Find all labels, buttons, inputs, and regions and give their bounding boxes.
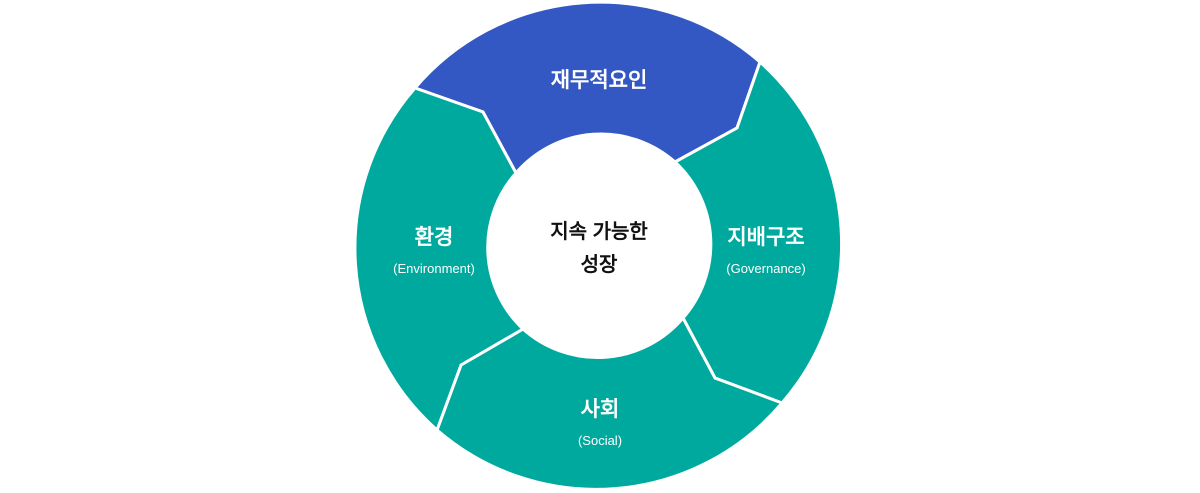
segment-social-subtitle: (Social) (577, 433, 623, 448)
segment-governance-subtitle: (Governance) (726, 261, 806, 276)
segment-shape-financial (412, 0, 762, 176)
center-label-line1: 지속 가능한 (550, 221, 648, 243)
segment-environment-title: 환경 (414, 226, 454, 249)
segment-governance: 지배구조 (Governance) (726, 221, 805, 276)
segment-financial-title: 재무적요인 (550, 69, 648, 92)
segment-shape-environment (353, 86, 526, 433)
segment-social-title: 사회 (580, 398, 620, 421)
center-circle (490, 136, 708, 354)
segment-social: 사회 (Social) (578, 393, 622, 448)
segment-governance-title: 지배구조 (727, 226, 805, 249)
segment-environment: 환경 (Environment) (393, 221, 475, 276)
segment-shape-social (435, 315, 785, 491)
center-label-line2: 성장 (580, 254, 618, 276)
center-label: 지속 가능한 성장 (550, 216, 648, 282)
segment-financial: 재무적요인 (551, 64, 648, 94)
segment-environment-subtitle: (Environment) (393, 261, 475, 276)
segment-shape-governance (672, 59, 844, 405)
